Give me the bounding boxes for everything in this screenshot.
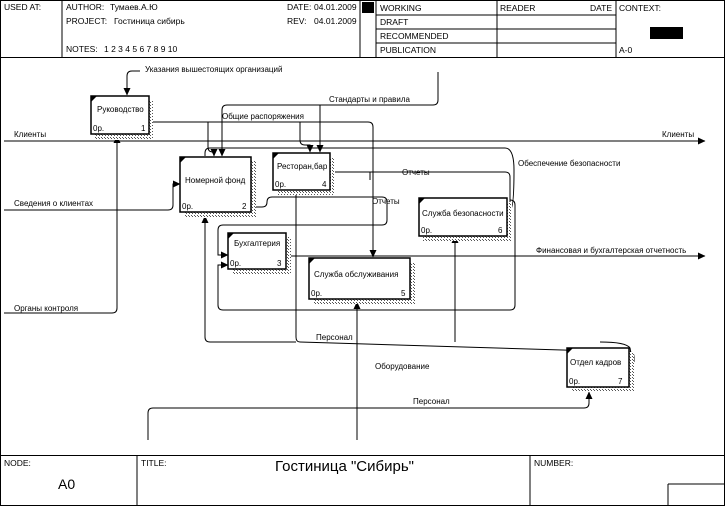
node-value: A0 — [58, 476, 75, 492]
arrow-client-info — [4, 180, 181, 211]
svg-text:Служба безопасности: Служба безопасности — [422, 209, 504, 218]
svg-text:7: 7 — [618, 377, 623, 386]
svg-text:0р.: 0р. — [93, 124, 104, 133]
activity-box-7[interactable]: Отдел кадров 0р. 7 — [566, 347, 634, 392]
rev-value: 04.01.2009 — [314, 16, 357, 26]
svg-text:Ресторан,бар: Ресторан,бар — [277, 162, 328, 171]
title-label: TITLE: — [141, 458, 167, 468]
arrow-orders-branch-2 — [207, 122, 218, 157]
svg-text:0р.: 0р. — [275, 180, 286, 189]
svg-text:Руководство: Руководство — [97, 105, 144, 114]
number-label: NUMBER: — [534, 458, 573, 468]
project-label: PROJECT: — [66, 16, 107, 26]
arrow-standards — [218, 72, 439, 157]
label-clients-in: Клиенты — [14, 130, 46, 139]
date-value: 04.01.2009 — [314, 2, 357, 12]
author-label: AUTHOR: — [66, 2, 104, 12]
label-personnel-2: Персонал — [413, 397, 450, 406]
label-standards: Стандарты и правила — [329, 95, 411, 104]
svg-text:0р.: 0р. — [182, 202, 193, 211]
label-orders: Общие распоряжения — [222, 112, 304, 121]
notes-label: NOTES: — [66, 44, 98, 54]
working-status-marker — [362, 2, 374, 13]
label-reports-2: Отчеты — [372, 197, 400, 206]
svg-text:0р.: 0р. — [311, 289, 322, 298]
date-label: DATE: — [287, 2, 311, 12]
arrow-personnel-1-src — [599, 341, 633, 361]
status-draft: DRAFT — [380, 17, 408, 27]
arrow-orders-branch-4 — [299, 122, 314, 153]
activity-box-4[interactable]: Ресторан,бар 0р. 4 — [272, 152, 335, 195]
svg-text:0р.: 0р. — [230, 259, 241, 268]
activity-box-5[interactable]: Служба обслуживания 0р. 5 — [308, 257, 415, 304]
node-label: NODE: — [4, 458, 31, 468]
context-label: CONTEXT: — [619, 3, 661, 13]
arrow-security-up — [204, 147, 515, 211]
status-working: WORKING — [380, 3, 422, 13]
arrow-reports-rooms — [217, 196, 388, 259]
label-finance: Финансовая и бухгалтерская отчетность — [536, 246, 686, 255]
label-client-info: Сведения о клиентах — [14, 199, 93, 208]
arrow-control — [4, 135, 121, 314]
svg-text:5: 5 — [401, 289, 406, 298]
project-value: Гостиница сибирь — [114, 16, 185, 26]
diagram-title: Гостиница "Сибирь" — [275, 458, 414, 475]
svg-text:Отдел кадров: Отдел кадров — [570, 358, 621, 367]
label-directives: Указания вышестоящих организаций — [145, 65, 282, 74]
arrow-personnel-2 — [147, 391, 593, 440]
status-recommended: RECOMMENDED — [380, 31, 448, 41]
svg-text:Бухгалтерия: Бухгалтерия — [234, 239, 280, 248]
rev-label: REV: — [287, 16, 307, 26]
arrow-reports-restaurant — [330, 171, 511, 205]
arrow-personnel-1-left — [201, 215, 296, 343]
svg-text:0р.: 0р. — [569, 377, 580, 386]
context-node: A-0 — [619, 45, 633, 55]
used-at-label: USED AT: — [4, 2, 41, 12]
svg-text:Служба обслуживания: Служба обслуживания — [314, 270, 398, 279]
label-security: Обеспечение безопасности — [518, 159, 620, 168]
arrow-security — [217, 199, 516, 311]
svg-text:6: 6 — [498, 226, 503, 235]
author-value: Тумаев.А.Ю — [110, 2, 158, 12]
svg-text:1: 1 — [141, 124, 146, 133]
reader-label: READER — [500, 3, 535, 13]
activity-box-2[interactable]: Номерной фонд 0р. 2 — [179, 156, 256, 218]
label-reports-1: Отчеты — [402, 168, 430, 177]
reader-date-label: DATE — [590, 3, 612, 13]
activity-box-3[interactable]: Бухгалтерия 0р. 3 — [227, 232, 291, 274]
notes-value: 1 2 3 4 5 6 7 8 9 10 — [104, 44, 178, 54]
svg-text:0р.: 0р. — [421, 226, 432, 235]
svg-text:4: 4 — [322, 180, 327, 189]
activity-box-1[interactable]: Руководство 0р. 1 — [90, 95, 153, 140]
label-personnel-1: Персонал — [316, 333, 353, 342]
label-equipment: Оборудование — [375, 362, 430, 371]
arrow-orders — [150, 121, 377, 258]
svg-text:Номерной фонд: Номерной фонд — [185, 176, 246, 185]
context-thumbnail — [650, 27, 683, 39]
status-publication: PUBLICATION — [380, 45, 436, 55]
svg-text:2: 2 — [242, 202, 247, 211]
label-clients-out: Клиенты — [662, 130, 694, 139]
activity-box-6[interactable]: Служба безопасности 0р. 6 — [418, 197, 512, 241]
svg-text:3: 3 — [277, 259, 282, 268]
arrow-directives — [123, 70, 140, 96]
label-control: Органы контроля — [14, 304, 78, 313]
